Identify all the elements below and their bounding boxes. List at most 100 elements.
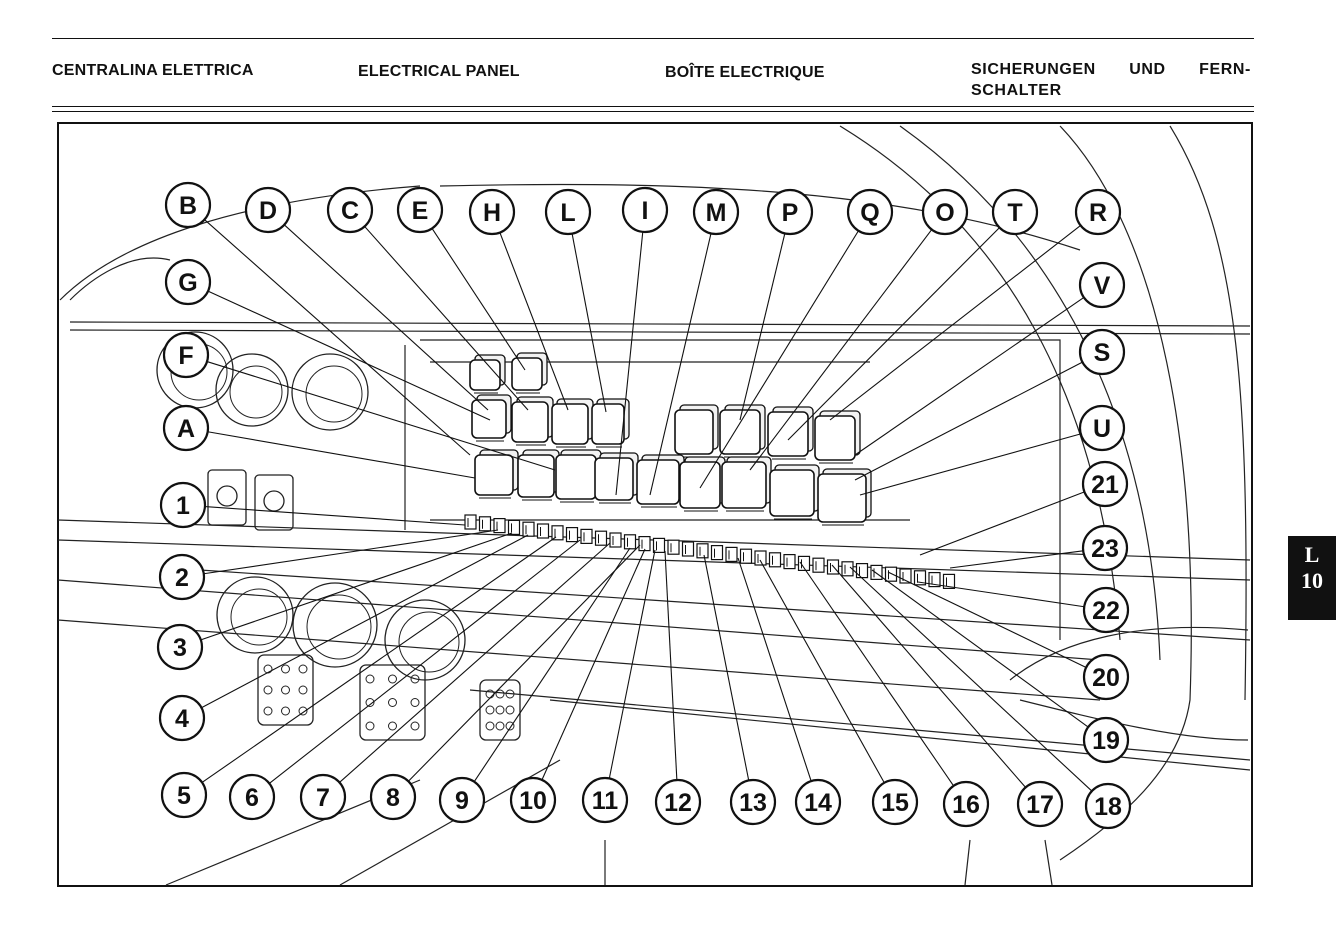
switch-knob-0 — [216, 485, 238, 507]
leader-U — [859, 433, 1081, 496]
callout-text-T: T — [1007, 199, 1022, 227]
callout-circle — [921, 188, 969, 236]
fuse-27 — [841, 561, 854, 577]
fuse-16 — [681, 541, 695, 557]
leader-1 — [204, 506, 466, 526]
relay-1 — [511, 352, 548, 394]
section-number: 10 — [1301, 568, 1323, 593]
callout-circle — [326, 186, 374, 234]
callout-number-22: 22 — [1082, 586, 1130, 634]
callout-circle — [1074, 188, 1122, 236]
fuse-3 — [493, 517, 506, 534]
fuse-13 — [638, 535, 651, 552]
leader-11 — [608, 549, 656, 779]
header-english: ELECTRICAL PANEL — [358, 63, 520, 80]
callout-circle — [509, 776, 557, 824]
callout-circle — [1078, 404, 1126, 452]
pedal-hole — [410, 721, 420, 731]
callout-text-23: 23 — [1091, 535, 1119, 563]
pedal-hole — [298, 706, 308, 716]
relay-11 — [517, 449, 560, 501]
header-italian: CENTRALINA ELETTRICA — [52, 62, 254, 79]
callout-number-14: 14 — [794, 778, 842, 826]
leader-17 — [831, 564, 1026, 788]
callout-text-12: 12 — [664, 789, 692, 817]
illustration-frame — [57, 122, 1253, 887]
fuse-11 — [609, 532, 622, 548]
callout-text-S: S — [1094, 339, 1111, 367]
callout-text-20: 20 — [1092, 664, 1120, 692]
callout-letter-H: H — [468, 188, 516, 236]
leader-I — [615, 231, 644, 496]
callout-circle — [158, 694, 206, 742]
callout-circle — [1082, 586, 1130, 634]
pedal-hole — [298, 685, 308, 695]
pedal-hole — [388, 698, 397, 707]
pedal-hole — [505, 721, 515, 731]
callout-text-6: 6 — [245, 784, 259, 812]
vent-circle-3 — [216, 576, 294, 654]
callout-text-7: 7 — [316, 784, 330, 812]
pedal-hole — [365, 721, 375, 731]
callout-text-9: 9 — [455, 787, 469, 815]
callout-number-10: 10 — [509, 776, 557, 824]
pedal-1 — [359, 664, 426, 741]
callout-text-G: G — [178, 269, 197, 297]
callout-text-22: 22 — [1092, 597, 1120, 625]
callout-text-18: 18 — [1094, 793, 1122, 821]
leader-14 — [737, 557, 812, 782]
fuse-31 — [899, 568, 912, 584]
leader-13 — [703, 554, 750, 781]
switch-box-0 — [207, 469, 247, 526]
callout-circle — [942, 780, 990, 828]
pedal-hole — [281, 706, 290, 716]
fuse-19 — [725, 546, 738, 563]
pedal-hole — [505, 705, 515, 715]
panel-line-3 — [57, 539, 1251, 581]
callout-text-21: 21 — [1091, 471, 1119, 499]
leader-5 — [201, 536, 557, 783]
callout-text-D: D — [259, 197, 277, 225]
relay-7 — [719, 404, 766, 458]
callout-circle — [162, 331, 210, 379]
callout-letter-Q: Q — [846, 188, 894, 236]
pedal-hole — [281, 664, 290, 674]
header-bottom-rule-thin — [52, 111, 1254, 112]
fuse-14 — [652, 537, 666, 554]
vent-circle-2 — [291, 353, 369, 431]
pedal-hole — [365, 698, 375, 707]
vent-inner-1 — [229, 365, 283, 419]
callout-text-M: M — [706, 199, 727, 227]
callout-text-8: 8 — [386, 784, 400, 812]
switch-knob-1 — [263, 490, 285, 512]
leader-10 — [541, 548, 646, 781]
callout-number-21: 21 — [1081, 460, 1129, 508]
callout-number-5: 5 — [160, 771, 208, 819]
callout-text-3: 3 — [173, 634, 187, 662]
pedal-hole — [263, 706, 273, 716]
callout-circle — [692, 188, 740, 236]
callout-number-15: 15 — [871, 778, 919, 826]
leader-H — [499, 232, 569, 411]
pedal-hole — [281, 685, 290, 695]
fuse-5 — [522, 521, 535, 537]
callout-circle — [654, 778, 702, 826]
panel-line-24 — [1044, 839, 1053, 886]
panel-line-19 — [439, 183, 1081, 251]
header-german: SICHERUNGEN UND FERN-SCHALTER — [971, 61, 1251, 99]
leader-E — [431, 228, 526, 371]
leader-4 — [201, 534, 529, 709]
fuse-21 — [754, 550, 767, 566]
callout-number-23: 23 — [1081, 524, 1129, 572]
leader-12 — [664, 550, 678, 781]
callout-letter-T: T — [991, 188, 1039, 236]
panel-line-9 — [420, 339, 1061, 640]
vent-inner-3 — [230, 588, 288, 646]
pedal-hole — [495, 705, 505, 715]
callout-circle — [1082, 653, 1130, 701]
panel-line-4 — [57, 579, 1101, 661]
fuse-34 — [942, 573, 956, 590]
fuse-17 — [696, 543, 709, 559]
callout-circle — [156, 623, 204, 671]
panel-background-linework — [57, 125, 1251, 886]
